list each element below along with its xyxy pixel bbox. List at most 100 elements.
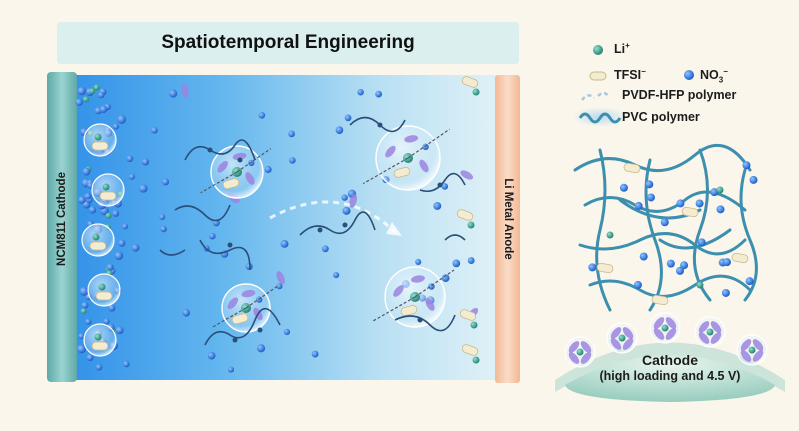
- nitrate-ion: [182, 309, 190, 317]
- nitrate-ion: [280, 239, 289, 248]
- tfsi-anion-icon: [589, 71, 607, 81]
- fsi-anion: [740, 350, 752, 362]
- li-ion: [102, 183, 110, 191]
- legend-no3-charge: −: [723, 67, 728, 76]
- nitrate-ion: [82, 167, 91, 176]
- tfsi-anion: [461, 76, 479, 88]
- cathode-dome: [565, 355, 775, 402]
- nitrate-ion: [131, 244, 140, 252]
- fsi-anion: [580, 341, 592, 353]
- polymer-chain-segment: [199, 239, 251, 271]
- pvc-chain: [595, 148, 612, 312]
- li-ion: [80, 308, 87, 315]
- pvc-chain: [578, 232, 747, 256]
- nitrate-ion: [639, 252, 648, 261]
- polymer-chain-segment: [174, 204, 231, 222]
- tfsi-anion: [681, 206, 699, 218]
- nitrate-ion: [722, 258, 731, 267]
- pvc-chain: [739, 168, 758, 302]
- solvation-shells: [200, 125, 455, 333]
- tfsi-anion: [731, 252, 749, 264]
- tfsi-anion: [231, 313, 249, 325]
- nitrate-ion: [333, 271, 340, 279]
- li-ion: [472, 356, 480, 364]
- nitrate-ion: [117, 114, 127, 124]
- legend-li-charge: +: [625, 41, 630, 50]
- nitrate-ion: [721, 288, 730, 297]
- li-ion: [98, 283, 106, 291]
- cathode-label: Cathode: [642, 352, 698, 368]
- chain-node: [232, 337, 238, 343]
- nitrate-ion: [79, 286, 89, 296]
- fsi-anion: [710, 332, 722, 344]
- fsi-anion: [698, 321, 710, 333]
- nitrate-ion: [256, 344, 266, 353]
- nitrate-ion: [283, 328, 291, 335]
- transport-arrow: [269, 200, 397, 234]
- li-ion: [94, 133, 102, 141]
- fsi-anion: [241, 289, 256, 298]
- fsi-anion: [411, 275, 425, 283]
- nitrate-ion: [676, 199, 685, 208]
- legend-no3: NO3−: [700, 67, 728, 85]
- nitrate-ion: [716, 205, 725, 214]
- nitrate-ion: [162, 178, 170, 186]
- li-ion-icon: [593, 45, 603, 55]
- pvc-chain-icon: [578, 112, 622, 124]
- coordination-line: [372, 296, 416, 322]
- fsi-anion: [568, 341, 580, 353]
- coordination-line: [236, 148, 272, 173]
- legend-pvdf: PVDF-HFP polymer: [622, 88, 736, 102]
- fsi-anion: [276, 271, 285, 285]
- chain-node: [417, 317, 423, 323]
- nitrate-ion: [680, 261, 689, 270]
- coordination-line: [200, 171, 238, 194]
- fsi-anion: [580, 352, 592, 364]
- electrolyte-region: [60, 75, 518, 380]
- cathode-dome-rim: [555, 342, 785, 392]
- fsi-anion: [425, 298, 435, 311]
- polymer-chain-segment: [184, 139, 256, 161]
- cathode-solvation-shell: [83, 323, 117, 357]
- nitrate-ion: [745, 277, 754, 286]
- nitrate-ion: [118, 239, 126, 247]
- fsi-anion: [698, 332, 710, 344]
- chain-node: [342, 222, 348, 228]
- li-ion: [696, 281, 704, 289]
- fsi-anion: [653, 317, 665, 329]
- nitrate-ion: [256, 296, 263, 303]
- li-ion: [661, 324, 669, 332]
- coordination-line: [212, 307, 247, 328]
- tfsi-anion: [456, 209, 474, 221]
- legend-li-text: Li: [614, 42, 626, 57]
- pvc-chain: [573, 144, 752, 173]
- tfsi-anion: [99, 191, 117, 201]
- nitrate-ion: [710, 188, 719, 197]
- nitrate-ion: [335, 126, 344, 134]
- polymer-chain-segment: [159, 249, 186, 256]
- nitrate-ion: [115, 326, 124, 335]
- nitrate-ion: [619, 183, 628, 192]
- nitrate-ion: [169, 89, 178, 98]
- nitrate-ion: [85, 318, 92, 325]
- fsi-anion: [404, 135, 419, 143]
- nitrate-ion: [126, 155, 134, 163]
- legend-tfsi-text: TFSI: [614, 68, 642, 83]
- fsi-anion: [710, 321, 722, 333]
- dome-solvation-shells: [564, 312, 768, 368]
- fsi-anion: [752, 339, 764, 351]
- li-ion: [748, 346, 756, 354]
- pvc-chain: [658, 228, 732, 250]
- nitrate-ion: [128, 173, 136, 180]
- nitrate-ion: [209, 232, 216, 240]
- nitrate-ion: [78, 196, 86, 204]
- coordination-line: [407, 128, 450, 159]
- nitrate-ion: [467, 257, 475, 264]
- li-ion: [92, 233, 100, 241]
- polymer-chain-segment: [419, 172, 466, 193]
- polymer-chains: [159, 116, 466, 346]
- nitrate-ion: [749, 175, 758, 184]
- tfsi-anion: [400, 305, 418, 316]
- nitrate-ion: [159, 213, 166, 221]
- li-ion: [105, 212, 112, 219]
